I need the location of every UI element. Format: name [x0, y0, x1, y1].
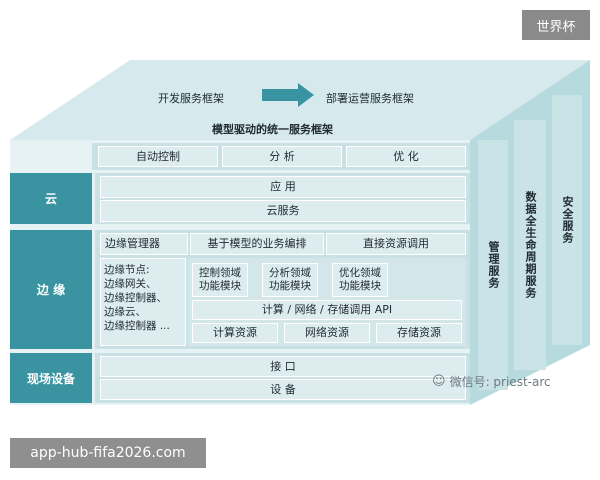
top-item-control: 自动控制: [98, 146, 218, 167]
edge-node-line: 边缘云、: [104, 306, 146, 318]
top-item-optimize: 优 化: [346, 146, 466, 167]
ops-framework-label: 部署运营服务框架: [326, 92, 414, 105]
side-lifecycle-label: 数据全生命周期服务: [524, 191, 537, 299]
edge-resource-storage: 存储资源: [376, 323, 462, 343]
edge-node-line: 边缘节点:: [104, 264, 150, 276]
watermark-url: app-hub-fifa2026.com: [10, 438, 206, 468]
edge-label: 边 缘: [10, 230, 92, 349]
watermark-wechat: ☺ 微信号: priest-arc: [432, 372, 551, 390]
edge-resource-compute: 计算资源: [192, 323, 278, 343]
edge-api: 计算 / 网络 / 存储调用 API: [192, 300, 462, 320]
edge-node-line: 边缘网关、: [104, 278, 157, 290]
edge-module-analysis: 分析领域 功能模块: [262, 263, 318, 297]
edge-orchestration: 基于模型的业务编排: [190, 233, 324, 255]
top-item-analysis: 分 析: [222, 146, 342, 167]
field-label: 现场设备: [10, 353, 92, 403]
wechat-icon: ☺: [432, 373, 446, 389]
edge-resource-network: 网络资源: [284, 323, 370, 343]
side-security-label: 安全服务: [561, 196, 574, 244]
side-lifecycle: 数据全生命周期服务: [514, 120, 546, 370]
side-security: 安全服务: [552, 95, 582, 345]
arrow-right-icon: [262, 83, 314, 107]
cloud-service: 云服务: [100, 200, 466, 222]
edge-module-optimize: 优化领域 功能模块: [332, 263, 388, 297]
edge-node-line: 边缘控制器 ...: [104, 320, 170, 332]
field-interface: 接 口: [100, 356, 466, 377]
edge-nodes-panel: 边缘节点: 边缘网关、 边缘控制器、 边缘云、 边缘控制器 ...: [100, 258, 186, 346]
edge-module-control: 控制领域 功能模块: [192, 263, 248, 297]
model-framework-label: 模型驱动的统一服务框架: [212, 123, 333, 136]
cloud-app: 应 用: [100, 176, 466, 198]
dev-framework-label: 开发服务框架: [158, 92, 224, 105]
side-mgmt: 管理服务: [478, 140, 508, 390]
edge-manager: 边缘管理器: [100, 233, 188, 255]
edge-direct-call: 直接资源调用: [326, 233, 466, 255]
side-mgmt-label: 管理服务: [487, 241, 500, 289]
watermark-corner: 世界杯: [522, 10, 590, 40]
watermark-wechat-text: 微信号: priest-arc: [449, 374, 551, 389]
field-device: 设 备: [100, 379, 466, 400]
edge-node-line: 边缘控制器、: [104, 292, 167, 304]
cloud-label: 云: [10, 173, 92, 224]
